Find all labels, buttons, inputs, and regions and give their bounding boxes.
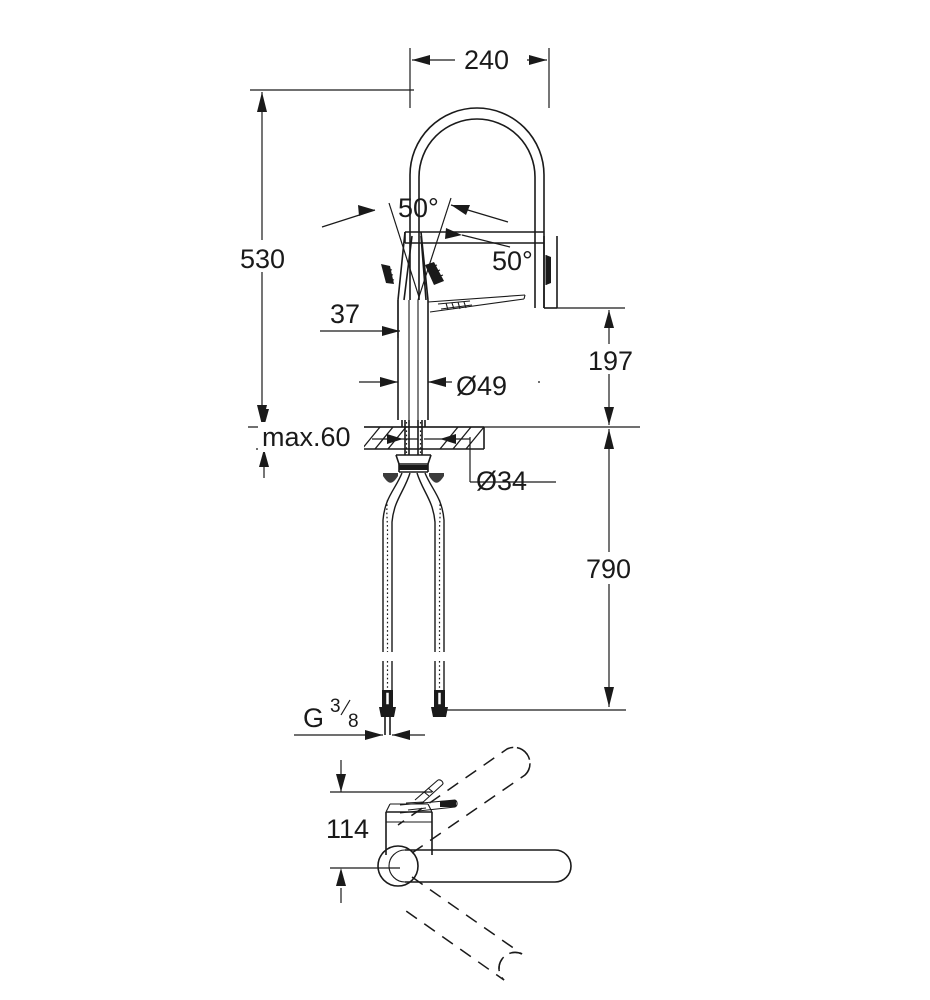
thread-label-g: G — [303, 703, 324, 733]
spray-head-tube — [543, 236, 558, 309]
dimension-240: 240 — [409, 44, 550, 108]
mounting-shank — [395, 420, 432, 473]
dimension-thread-g38: G 3 8 — [294, 696, 425, 740]
spout-swing-lower — [398, 876, 523, 981]
dimension-197-label: 197 — [588, 346, 633, 376]
dimension-max60-label: max.60 — [262, 422, 351, 452]
dimension-530: 530 — [236, 89, 414, 425]
dimension-530-label: 530 — [240, 244, 285, 274]
dimension-114-label: 114 — [326, 814, 369, 844]
angle-label-right: 50° — [492, 246, 533, 276]
angle-label-left: 50° — [398, 193, 439, 223]
plan-view — [377, 746, 572, 981]
supply-hoses — [379, 472, 448, 735]
dimension-790-label: 790 — [586, 554, 631, 584]
dimension-197: 197 — [557, 307, 644, 425]
swivel-angle-indicators — [321, 197, 511, 301]
thread-label-numerator: 3 — [330, 696, 341, 717]
dimension-d34: Ø34 — [469, 437, 556, 496]
thread-texture — [405, 422, 422, 454]
dimension-790: 790 — [447, 429, 646, 711]
dimension-d34-label: Ø34 — [476, 466, 527, 496]
dimension-37-label: 37 — [330, 299, 360, 329]
spout-swing-upper — [397, 746, 531, 854]
thread-label-denominator: 8 — [348, 711, 359, 732]
dimension-37: 37 — [320, 299, 400, 338]
spout-crossbar — [404, 231, 544, 244]
faucet-body-column — [397, 231, 429, 420]
dimension-114: 114 — [326, 760, 432, 903]
elevation-view: 50° 50° — [248, 107, 640, 735]
dimension-d49: Ø49 — [359, 369, 540, 401]
lever-handle — [427, 294, 526, 313]
dimension-max60: max.60 — [256, 409, 470, 478]
right-hose-texture — [438, 499, 441, 652]
dimension-240-label: 240 — [464, 45, 509, 75]
deck-hatching — [361, 426, 485, 450]
dimension-d49-label: Ø49 — [456, 371, 507, 401]
left-hose-texture — [386, 499, 389, 652]
